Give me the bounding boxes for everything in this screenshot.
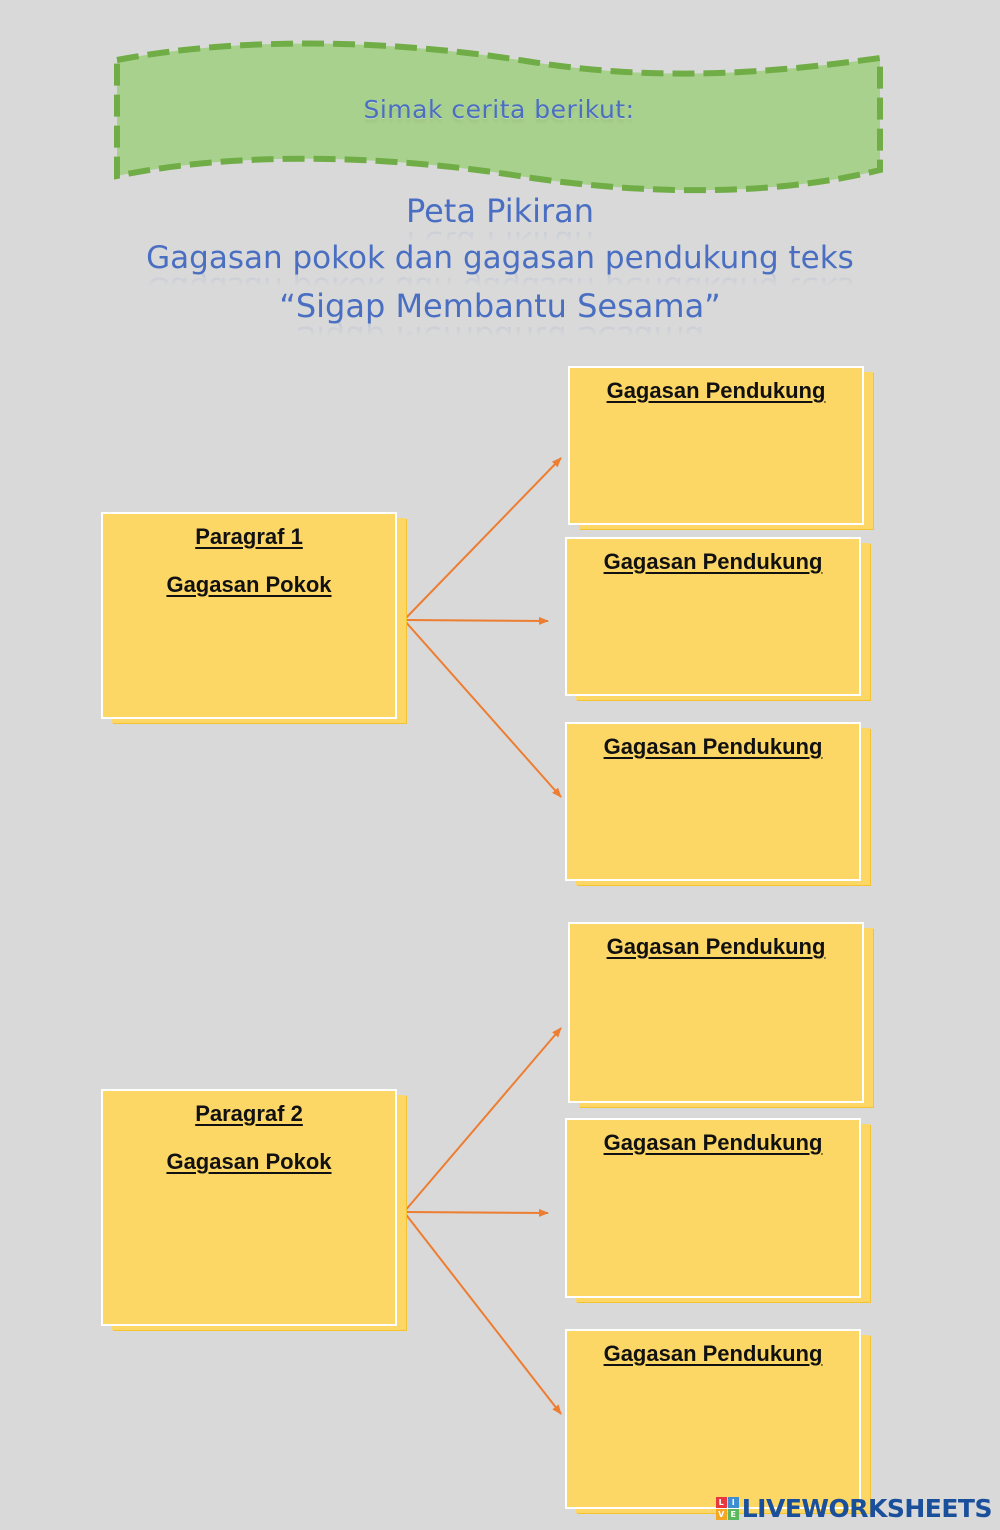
paragraph-2-main-idea-box[interactable]: Paragraf 2 Gagasan Pokok [101,1089,397,1326]
banner-text: Simak cerita berikut: [363,95,635,124]
paragraph-1-support-box-1[interactable]: Gagasan Pendukung [568,366,864,525]
paragraph-2-support-box-2[interactable]: Gagasan Pendukung [565,1118,861,1298]
liveworksheets-watermark: L I V E LIVEWORKSHEETS [715,1492,993,1524]
support-label: Gagasan Pendukung [603,1341,823,1366]
arrow-p1-to-support-2 [403,616,549,625]
logo-letter: L [715,1496,727,1508]
logo-letter: V [715,1508,727,1520]
page-subtitle: Gagasan pokok dan gagasan pendukung teks [146,240,854,276]
arrow-p2-to-support-3 [403,1211,562,1415]
paragraph-1-support-box-2[interactable]: Gagasan Pendukung [565,537,861,696]
instruction-banner: Simak cerita berikut: [112,40,886,198]
support-label: Gagasan Pendukung [603,549,823,574]
paragraph-2-support-box-1[interactable]: Gagasan Pendukung [568,922,864,1103]
story-title: “Sigap Membantu Sesama” [279,287,721,325]
paragraph-1-support-box-3[interactable]: Gagasan Pendukung [565,722,861,881]
arrow-p1-to-support-1 [403,457,562,621]
page-title: Peta Pikiran [405,192,595,230]
support-label: Gagasan Pendukung [603,1130,823,1155]
support-label: Gagasan Pendukung [603,734,823,759]
arrow-p2-to-support-2 [403,1208,549,1217]
logo-letter: I [727,1496,739,1508]
banner-wave-shape [114,40,883,194]
logo-letter: E [727,1508,739,1520]
group-1-arrows [403,457,562,798]
support-label: Gagasan Pendukung [606,378,826,403]
liveworksheets-wordmark: LIVEWORKSHEETS [741,1493,993,1523]
arrow-p1-to-support-3 [403,619,562,798]
paragraph-2-main-idea-label: Gagasan Pokok [166,1149,332,1174]
support-label: Gagasan Pendukung [606,934,826,959]
liveworksheets-logo-icon: L I V E [715,1496,739,1520]
group-2-arrows [403,1027,562,1415]
paragraph-1-title: Paragraf 1 [195,524,303,549]
paragraph-2-title: Paragraf 2 [195,1101,303,1126]
paragraph-1-main-idea-box[interactable]: Paragraf 1 Gagasan Pokok [101,512,397,719]
paragraph-1-main-idea-label: Gagasan Pokok [166,572,332,597]
paragraph-2-support-box-3[interactable]: Gagasan Pendukung [565,1329,861,1509]
arrow-p2-to-support-1 [403,1027,562,1213]
